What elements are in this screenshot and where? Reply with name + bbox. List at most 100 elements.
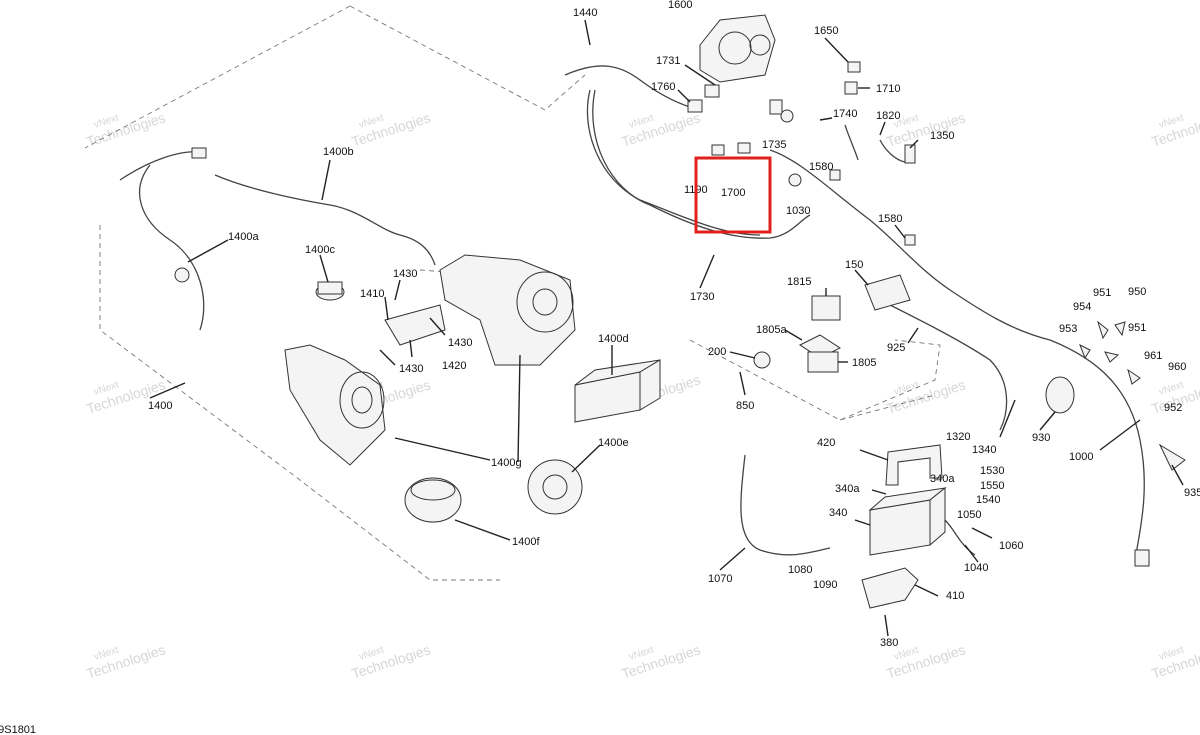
part-label-1440[interactable]: 1440 [573, 7, 597, 19]
watermark-text: Technologies [85, 641, 168, 681]
part-label-1400[interactable]: 1400 [148, 400, 172, 412]
part-label-1350[interactable]: 1350 [930, 130, 954, 142]
fuse-box [807, 351, 839, 373]
wire-clip [1158, 443, 1186, 471]
part-label-1730[interactable]: 1730 [690, 291, 714, 303]
part-label-950[interactable]: 950 [1128, 286, 1146, 298]
part-label-1400g[interactable]: 1400g [491, 457, 522, 469]
connector [711, 144, 725, 156]
voltage-regulator [864, 274, 911, 311]
battery-tray [861, 567, 919, 609]
part-label-1700[interactable]: 1700 [721, 187, 745, 199]
watermark-text: Technologies [885, 376, 968, 416]
part-label-1430[interactable]: 1430 [399, 363, 423, 375]
connector [829, 169, 841, 181]
part-label-1430[interactable]: 1430 [393, 268, 417, 280]
connector [1134, 549, 1150, 567]
connector [780, 109, 794, 123]
part-label-1040[interactable]: 1040 [964, 562, 988, 574]
watermark-text: Technologies [620, 109, 703, 149]
part-label-340a[interactable]: 340a [835, 483, 860, 495]
part-label-960[interactable]: 960 [1168, 361, 1186, 373]
part-label-925[interactable]: 925 [887, 342, 905, 354]
part-label-1710[interactable]: 1710 [876, 83, 900, 95]
coil-wire [904, 144, 916, 164]
part-label-1731[interactable]: 1731 [656, 55, 680, 67]
watermark-text: Technologies [620, 641, 703, 681]
wire-clip [1127, 368, 1141, 385]
part-label-150[interactable]: 150 [845, 259, 863, 271]
part-label-1805a[interactable]: 1805a [756, 324, 787, 336]
part-label-420[interactable]: 420 [817, 437, 835, 449]
part-label-951[interactable]: 951 [1093, 287, 1111, 299]
part-label-1400e[interactable]: 1400e [598, 437, 629, 449]
part-label-1400a[interactable]: 1400a [228, 231, 259, 243]
part-label-1580[interactable]: 1580 [878, 213, 902, 225]
connector [704, 84, 720, 98]
relay [811, 295, 841, 321]
part-label-1805[interactable]: 1805 [852, 357, 876, 369]
part-label-1430[interactable]: 1430 [448, 337, 472, 349]
part-label-1540[interactable]: 1540 [976, 494, 1000, 506]
part-label-952[interactable]: 952 [1164, 402, 1182, 414]
part-label-1400b[interactable]: 1400b [323, 146, 354, 158]
part-label-1580[interactable]: 1580 [809, 161, 833, 173]
part-label-1650[interactable]: 1650 [814, 25, 838, 37]
mount-bracket [384, 304, 446, 346]
part-label-1760[interactable]: 1760 [651, 81, 675, 93]
connector [687, 99, 703, 113]
part-label-1070[interactable]: 1070 [708, 573, 732, 585]
part-label-1820[interactable]: 1820 [876, 110, 900, 122]
part-label-1550[interactable]: 1550 [980, 480, 1004, 492]
wire-clip [1104, 351, 1120, 363]
part-label-340[interactable]: 340 [829, 507, 847, 519]
part-label-1400c[interactable]: 1400c [305, 244, 335, 256]
part-label-1320[interactable]: 1320 [946, 431, 970, 443]
wire-clip [1114, 321, 1126, 337]
part-label-1740[interactable]: 1740 [833, 108, 857, 120]
watermark-text: Technologies [85, 109, 168, 149]
speaker-ring [404, 477, 462, 523]
part-label-1030[interactable]: 1030 [786, 205, 810, 217]
part-label-1400f[interactable]: 1400f [512, 536, 540, 548]
part-label-1060[interactable]: 1060 [999, 540, 1023, 552]
battery [868, 486, 947, 556]
grommet [1045, 376, 1075, 414]
part-label-1340[interactable]: 1340 [972, 444, 996, 456]
part-label-951[interactable]: 951 [1128, 322, 1146, 334]
part-label-930[interactable]: 930 [1032, 432, 1050, 444]
part-label-410[interactable]: 410 [946, 590, 964, 602]
highlight-box [694, 156, 772, 234]
battery-strap [885, 444, 943, 486]
speaker-pod-right [439, 254, 576, 366]
part-label-935[interactable]: 935 [1184, 487, 1200, 499]
part-label-1410[interactable]: 1410 [360, 288, 384, 300]
knob [315, 281, 345, 301]
sensor [753, 351, 771, 369]
part-label-1000[interactable]: 1000 [1069, 451, 1093, 463]
part-label-1050[interactable]: 1050 [957, 509, 981, 521]
part-label-1090[interactable]: 1090 [813, 579, 837, 591]
part-label-961[interactable]: 961 [1144, 350, 1162, 362]
connector [191, 147, 207, 159]
wire-clip [1097, 320, 1109, 340]
part-label-380[interactable]: 380 [880, 637, 898, 649]
part-label-1420[interactable]: 1420 [442, 360, 466, 372]
part-label-1600[interactable]: 1600 [668, 0, 692, 11]
part-label-954[interactable]: 954 [1073, 301, 1091, 313]
part-label-1735[interactable]: 1735 [762, 139, 786, 151]
part-label-1400d[interactable]: 1400d [598, 333, 629, 345]
dashed-boundaries [84, 5, 941, 581]
connector [769, 99, 783, 115]
part-label-200[interactable]: 200 [708, 346, 726, 358]
watermark-text: Technologies [350, 641, 433, 681]
part-label-1815[interactable]: 1815 [787, 276, 811, 288]
part-label-953[interactable]: 953 [1059, 323, 1077, 335]
part-label-1080[interactable]: 1080 [788, 564, 812, 576]
connector [904, 234, 916, 246]
part-label-850[interactable]: 850 [736, 400, 754, 412]
part-label-1530[interactable]: 1530 [980, 465, 1004, 477]
components [174, 14, 1186, 609]
part-label-340a[interactable]: 340a [930, 473, 955, 485]
